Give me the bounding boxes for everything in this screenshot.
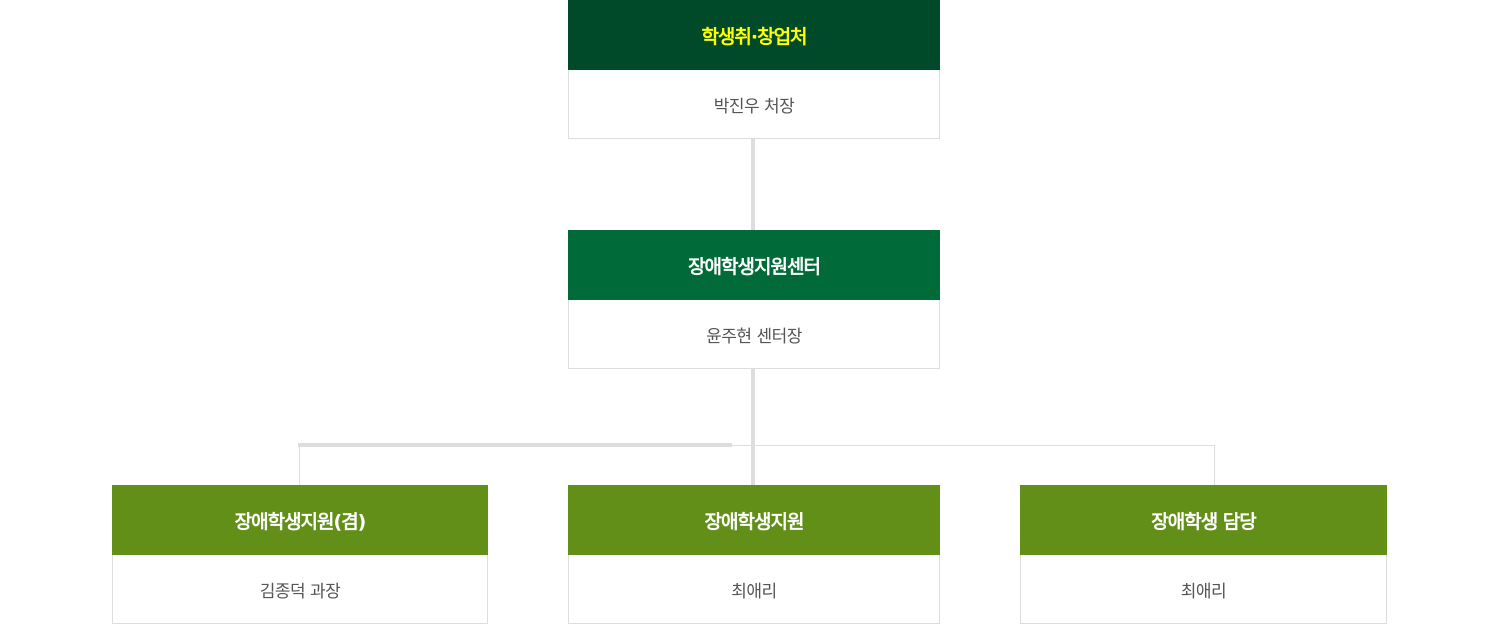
org-node-person: 최애리 (1020, 555, 1387, 624)
org-node-person: 윤주현 센터장 (568, 300, 940, 369)
org-node-team-2: 장애학생지원 최애리 (568, 485, 940, 624)
connector-drop-right (1214, 445, 1215, 485)
org-node-center: 장애학생지원센터 윤주현 센터장 (568, 230, 940, 369)
org-node-title: 장애학생지원 (568, 485, 940, 555)
org-node-title: 장애학생지원센터 (568, 230, 940, 300)
connector-top-to-center (751, 139, 755, 230)
org-node-team-3: 장애학생 담당 최애리 (1020, 485, 1387, 624)
org-node-title: 학생취·창업처 (568, 0, 940, 70)
org-node-title: 장애학생지원(겸) (112, 485, 488, 555)
org-node-person: 김종덕 과장 (112, 555, 488, 624)
org-node-team-1: 장애학생지원(겸) 김종덕 과장 (112, 485, 488, 624)
org-node-title: 장애학생 담당 (1020, 485, 1387, 555)
connector-center-to-teams (751, 369, 755, 485)
org-node-top: 학생취·창업처 박진우 처장 (568, 0, 940, 139)
connector-horizontal-thin (298, 445, 1215, 446)
connector-drop-left (299, 445, 300, 485)
org-node-person: 박진우 처장 (568, 70, 940, 139)
org-node-person: 최애리 (568, 555, 940, 624)
